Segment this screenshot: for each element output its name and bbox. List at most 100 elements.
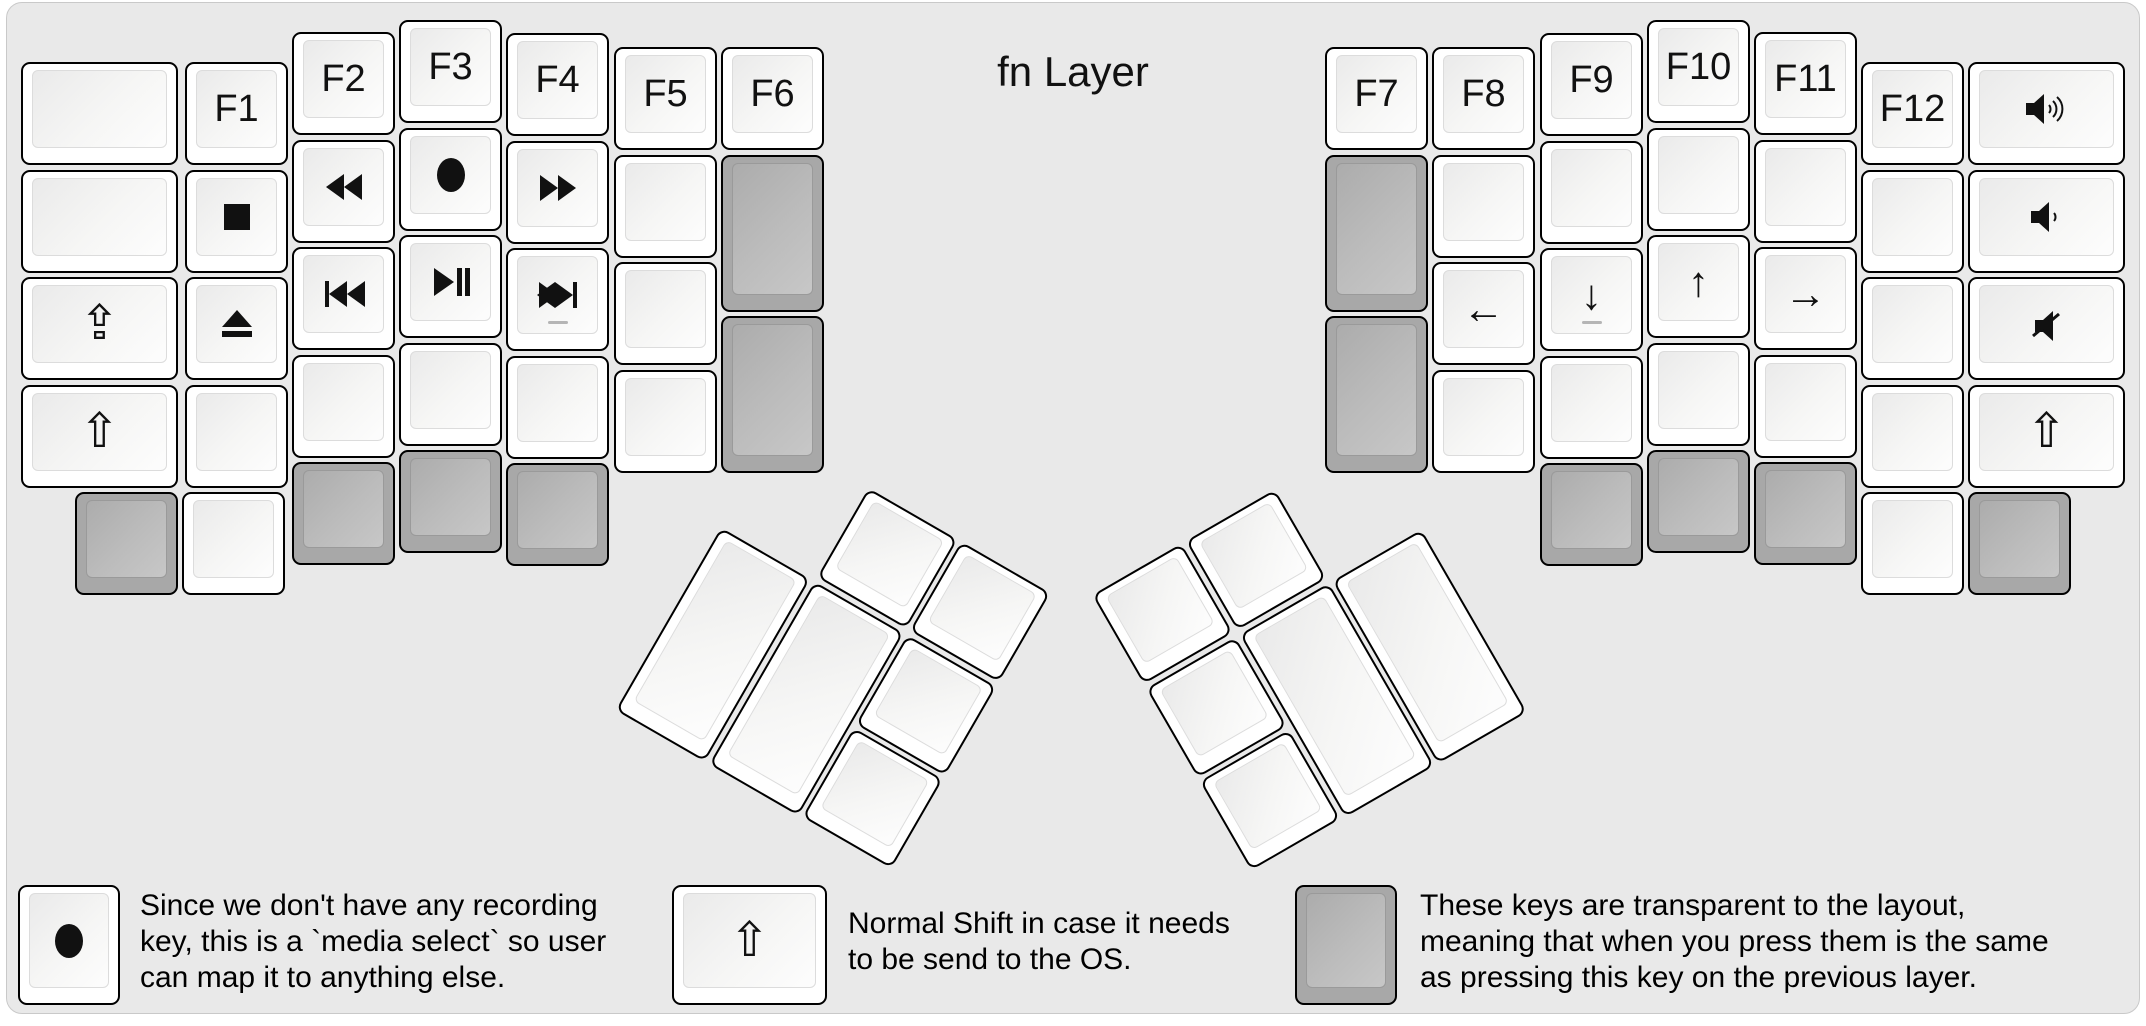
key-right-shift[interactable]: ⇧ <box>1968 385 2125 488</box>
key-media-stop[interactable] <box>185 170 288 273</box>
key-f7[interactable]: F7 <box>1325 47 1428 150</box>
key-media-fast-forward[interactable] <box>506 141 609 244</box>
keytop-right-inner-transparent-bottom <box>1336 324 1417 456</box>
keytop-f11: F11 <box>1765 40 1846 118</box>
keytop-right-col1-row3-blank <box>1872 285 1953 363</box>
key-arrow-left[interactable]: ← <box>1432 262 1535 365</box>
key-left-outer-row1-blank[interactable] <box>21 62 178 165</box>
key-media-prev-track[interactable] <box>292 247 395 350</box>
key-f12[interactable]: F12 <box>1861 62 1964 165</box>
key-right-bottom-transparent-1[interactable] <box>1540 463 1643 566</box>
key-volume-up[interactable] <box>1968 62 2125 165</box>
keytop-left-col3-row4-blank <box>410 351 491 429</box>
keytop-arrow-up: ↑ <box>1658 243 1739 321</box>
key-right-bottom-transparent-3[interactable] <box>1754 462 1857 565</box>
prev-track-icon <box>323 280 365 308</box>
keytop-right-col1-row4-blank <box>1872 393 1953 471</box>
keytop-right-col3-row2-blank <box>1658 136 1739 214</box>
key-right-col3-row2-blank[interactable] <box>1647 128 1750 231</box>
keytop-left-outer-row2-blank <box>32 178 167 256</box>
key-left-col5-row3-blank[interactable] <box>614 262 717 365</box>
key-left-shift[interactable]: ⇧ <box>21 385 178 488</box>
key-f5[interactable]: F5 <box>614 47 717 150</box>
keytop-right-bottom-transparent-2 <box>1658 458 1739 536</box>
key-volume-mute[interactable] <box>1968 277 2125 380</box>
key-left-outer-row2-blank[interactable] <box>21 170 178 273</box>
key-label-f1: F1 <box>214 88 259 130</box>
record-icon <box>434 156 468 194</box>
key-legend-transparent-key <box>1295 885 1397 1005</box>
keytop-arrow-right: → <box>1765 255 1846 333</box>
key-left-capslock-shift[interactable]: ⇪ <box>21 277 178 380</box>
key-left-bottom-blank-2[interactable] <box>182 492 285 595</box>
key-right-col4-row2-blank[interactable] <box>1540 141 1643 244</box>
key-right-col4-row4-blank[interactable] <box>1540 356 1643 459</box>
key-media-rewind[interactable] <box>292 140 395 243</box>
key-f4[interactable]: F4 <box>506 33 609 136</box>
keytop-left-bottom-transparent-1 <box>86 500 167 578</box>
key-arrow-down[interactable]: ↓ <box>1540 248 1643 351</box>
key-arrow-up[interactable]: ↑ <box>1647 235 1750 338</box>
key-left-bottom-transparent-1[interactable] <box>75 492 178 595</box>
key-right-col5-row2-blank[interactable] <box>1432 155 1535 258</box>
key-f9[interactable]: F9 <box>1540 33 1643 136</box>
eject-icon <box>220 309 254 339</box>
keytop-right-col5-row2-blank <box>1443 163 1524 241</box>
key-left-col5-row4-blank[interactable] <box>614 370 717 473</box>
page-title: fn Layer <box>997 48 1149 95</box>
key-label-f5: F5 <box>643 73 688 115</box>
key-right-bottom-transparent-2[interactable] <box>1647 450 1750 553</box>
keytop-left-col5-row2-blank <box>625 163 706 241</box>
key-left-bottom-transparent-3[interactable] <box>292 462 395 565</box>
key-left-col3-row4-blank[interactable] <box>399 343 502 446</box>
key-right-col1-row4-blank[interactable] <box>1861 385 1964 488</box>
key-left-inner-transparent-top[interactable] <box>721 155 824 312</box>
key-f8[interactable]: F8 <box>1432 47 1535 150</box>
key-left-bottom-transparent-5[interactable] <box>506 463 609 566</box>
keytop-f1: F1 <box>196 70 277 148</box>
key-left-col4-row4-blank[interactable] <box>506 356 609 459</box>
key-f2[interactable]: F2 <box>292 32 395 135</box>
key-left-col5-row2-blank[interactable] <box>614 155 717 258</box>
keytop-f8: F8 <box>1443 55 1524 133</box>
key-right-col2-row2-blank[interactable] <box>1754 140 1857 243</box>
keytop-arrow-left: ← <box>1443 270 1524 348</box>
key-f10[interactable]: F10 <box>1647 20 1750 123</box>
key-label-arrow-right: → <box>1784 270 1827 317</box>
key-right-inner-transparent-bottom[interactable] <box>1325 316 1428 473</box>
key-left-bottom-transparent-4[interactable] <box>399 450 502 553</box>
keytop-left-col5-row4-blank <box>625 378 706 456</box>
key-f1[interactable]: F1 <box>185 62 288 165</box>
key-f6[interactable]: F6 <box>721 47 824 150</box>
key-left-col2-row4-blank[interactable] <box>292 355 395 458</box>
keytop-right-col2-row4-blank <box>1765 363 1846 441</box>
key-label-arrow-down: ↓ <box>1581 271 1602 318</box>
key-media-next-track[interactable] <box>506 248 609 351</box>
keytop-media-play-pause <box>410 243 491 321</box>
key-right-bottom-transparent-5[interactable] <box>1968 492 2071 595</box>
key-right-col1-row3-blank[interactable] <box>1861 277 1964 380</box>
key-volume-down[interactable] <box>1968 170 2125 273</box>
key-media-eject[interactable] <box>185 277 288 380</box>
key-f3[interactable]: F3 <box>399 20 502 123</box>
keytop-left-inner-transparent-top <box>732 163 813 295</box>
keytop-media-eject <box>196 285 277 363</box>
key-right-col3-row4-blank[interactable] <box>1647 343 1750 446</box>
key-left-col1-row4-blank[interactable] <box>185 385 288 488</box>
keytop-f10: F10 <box>1658 28 1739 106</box>
key-f11[interactable]: F11 <box>1754 32 1857 135</box>
key-right-col5-row4-blank[interactable] <box>1432 370 1535 473</box>
key-label-f9: F9 <box>1569 59 1614 101</box>
key-right-inner-transparent-top[interactable] <box>1325 155 1428 312</box>
key-media-play-pause[interactable] <box>399 235 502 338</box>
stop-icon <box>223 203 251 231</box>
key-right-col2-row4-blank[interactable] <box>1754 355 1857 458</box>
key-media-select-record[interactable] <box>399 128 502 231</box>
keytop-left-inner-transparent-bottom <box>732 324 813 456</box>
key-right-bottom-blank-4[interactable] <box>1861 492 1964 595</box>
keytop-right-col2-row2-blank <box>1765 148 1846 226</box>
key-right-col1-row2-blank[interactable] <box>1861 170 1964 273</box>
keytop-right-bottom-transparent-1 <box>1551 471 1632 549</box>
key-arrow-right[interactable]: → <box>1754 247 1857 350</box>
key-left-inner-transparent-bottom[interactable] <box>721 316 824 473</box>
